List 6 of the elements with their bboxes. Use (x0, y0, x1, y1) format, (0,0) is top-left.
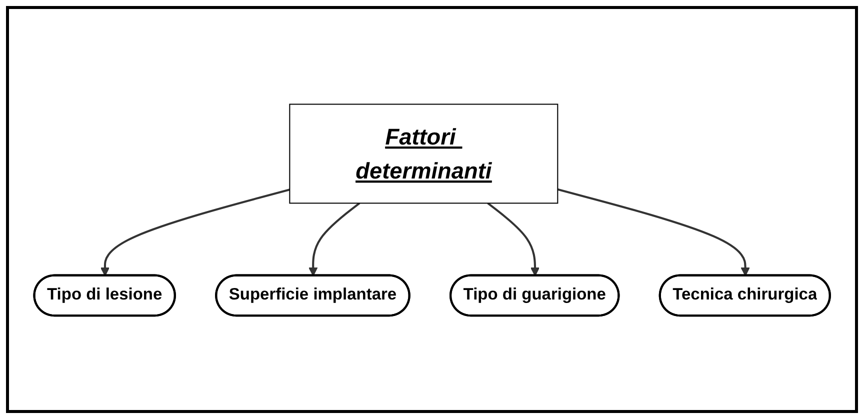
arrow (100, 188, 290, 276)
node-box (289, 103, 558, 204)
arrow (308, 202, 360, 276)
flowchart: Fattori determinanti Tipo di lesione Superficie implantare Tipo di guarigione Tecnica chirurgica (26, 96, 838, 324)
arrow (487, 202, 540, 276)
arrow (557, 188, 750, 276)
